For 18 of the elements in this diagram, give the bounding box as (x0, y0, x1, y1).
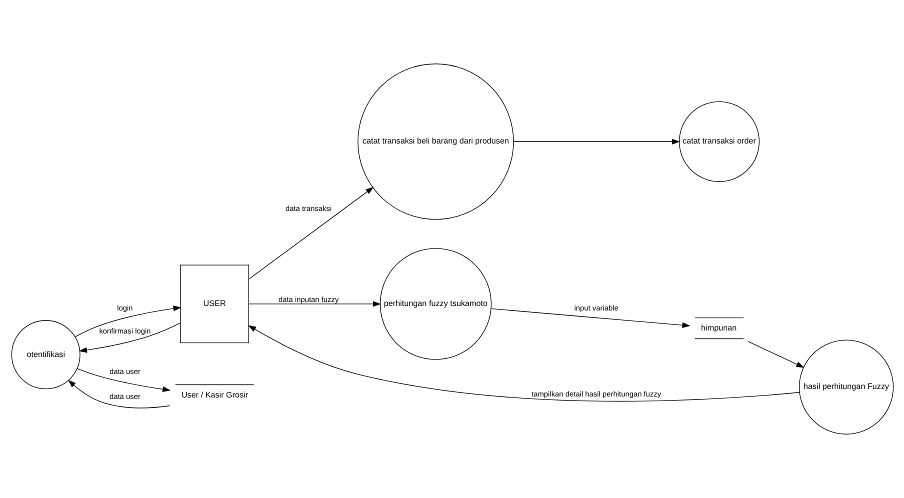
arrow (76, 368, 170, 392)
arrow (747, 341, 804, 368)
arrow (512, 138, 680, 144)
arrow (74, 306, 181, 338)
edge-label: data inputan fuzzy (278, 294, 338, 304)
arrow (248, 301, 381, 307)
edge-label: data user (109, 367, 140, 376)
edge-label: data user (109, 392, 140, 402)
edge-label: konfirmasi login (98, 326, 150, 336)
arrow (248, 186, 374, 280)
edge-label: input variable (574, 304, 618, 313)
arrow (490, 308, 690, 328)
edge-label: tampilkan detail hasil perhitungan fuzzy (531, 389, 661, 398)
arrow (78, 322, 180, 353)
edge-label: data transaksi (284, 204, 332, 214)
arrow (67, 380, 170, 408)
arrow (247, 325, 800, 402)
edge-label: login (116, 304, 132, 313)
